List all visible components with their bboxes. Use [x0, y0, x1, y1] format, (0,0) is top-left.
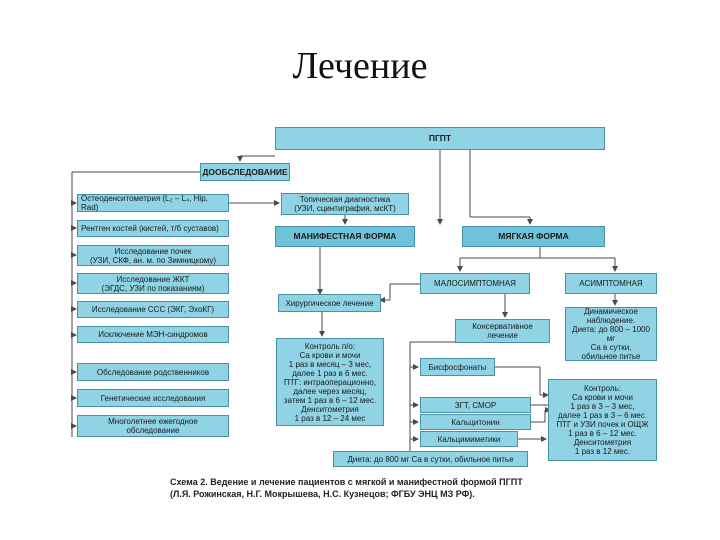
mild-form-box: МЯГКАЯ ФОРМА	[462, 226, 605, 247]
relatives-box: Обследование родственников	[77, 363, 229, 381]
caption-line-2: (Л.Я. Рожинская, Н.Г. Мокрышева, Н.С. Ку…	[170, 489, 475, 499]
osteodensitometry-box: Остеоденситометрия (L₂ – L₄, Hip, Rad)	[77, 194, 229, 212]
cvs-box: Исследование ССС (ЭКГ, ЭхоКГ)	[77, 301, 229, 318]
calcitonin-box: Кальцитонин	[420, 414, 531, 430]
control-right-box: Контроль: Ca крови и мочи 1 раз в 3 – 3 …	[548, 379, 657, 461]
xray-box: Рентген костей (кистей, т/б суставов)	[77, 220, 229, 237]
dynamic-observation-box: Динамическое наблюдение. Диета: до 800 –…	[565, 307, 657, 361]
hrt-box: ЗГТ, СМОР	[420, 397, 531, 413]
conservative-box: Консервативное лечение	[455, 319, 550, 343]
low-symptom-box: МАЛОСИМПТОМНАЯ	[420, 273, 530, 294]
doobsledovanie-box: ДООБСЛЕДОВАНИЕ	[200, 163, 290, 181]
topical-box: Топическая диагностика (УЗИ, сцинтиграфи…	[281, 193, 409, 215]
figure-caption: Схема 2. Ведение и лечение пациентов с м…	[170, 476, 610, 500]
calcimimetics-box: Кальцимиметики	[420, 431, 518, 447]
caption-line-1: Схема 2. Ведение и лечение пациентов с м…	[170, 477, 523, 487]
diet-box: Диета: до 800 мг Ca в сутки, обильное пи…	[333, 451, 528, 467]
gi-box: Исследование ЖКТ (ЭГДС, УЗИ по показания…	[77, 273, 229, 294]
pgpt-box: ПГПТ	[275, 127, 605, 150]
bisphosphonates-box: Бисфосфонаты	[420, 358, 495, 376]
control-surgery-box: Контроль п/о: Ca крови и мочи 1 раз в ме…	[276, 338, 384, 426]
asymptomatic-box: АСИМПТОМНАЯ	[565, 273, 657, 294]
multiyear-box: Многолетнее ежегодное обследование	[77, 415, 229, 437]
page-title: Лечение	[292, 45, 428, 87]
manifest-form-box: МАНИФЕСТНАЯ ФОРМА	[275, 226, 415, 247]
surgery-box: Хирургическое лечение	[278, 294, 381, 312]
genetic-box: Генетические исследования	[77, 389, 229, 407]
men-box: Исключение МЭН-синдромов	[77, 326, 229, 343]
kidney-box: Исследование почек (УЗИ, СКФ, ан. м. по …	[77, 245, 229, 266]
